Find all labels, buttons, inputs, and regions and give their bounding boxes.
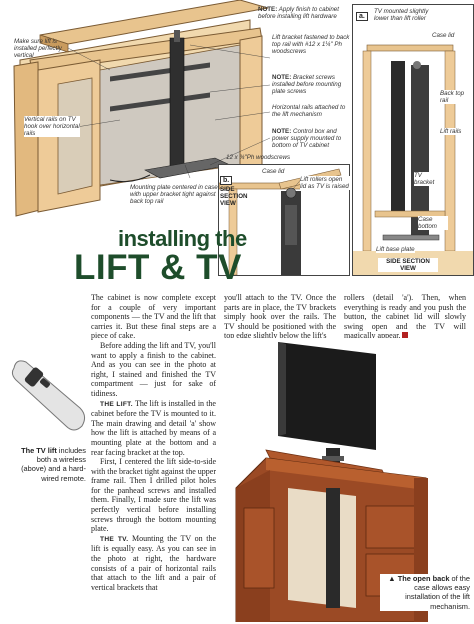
body-column-3: rollers (detail 'a'). Then, when everyth… <box>344 293 466 341</box>
runin-the-tv: THE TV. <box>100 535 129 543</box>
detail-b-case-lid: Case lid <box>262 168 285 175</box>
cabinet-photo-svg <box>235 342 428 622</box>
end-mark <box>402 332 409 339</box>
remote-svg <box>11 360 86 431</box>
note-bracket-screws: NOTE: Bracket screws installed before mo… <box>272 74 342 95</box>
body-finish-paragraph: Before adding the lift and TV, you'll wa… <box>91 340 216 398</box>
body-lift-paragraph: THE LIFT. The lift is installed in the c… <box>91 398 216 457</box>
detail-a-back-top-rail: Back top rail <box>440 90 470 104</box>
body-centering-paragraph: First, I centered the lift side-to-side … <box>91 457 216 534</box>
remote-control-image <box>8 354 90 440</box>
title-line-1: installing the <box>118 226 247 251</box>
body-column-1: The cabinet is now complete except for a… <box>91 293 216 592</box>
detail-a-svg <box>353 44 473 275</box>
label-woodscrews: 12 x ¾"Ph woodscrews <box>226 154 291 161</box>
cabinet-drawing-svg <box>13 0 271 217</box>
detail-a-badge: a. <box>356 12 368 21</box>
detail-a-case-bottom: Case bottom <box>418 216 448 230</box>
note-apply-finish: NOTE: Apply finish to cabinet before ins… <box>258 6 339 20</box>
detail-a-drawing <box>352 4 474 276</box>
label-mounting-plate: Mounting plate centered in case with upp… <box>130 184 226 205</box>
label-horizontal-rails: Horizontal rails attached to the lift me… <box>272 104 346 118</box>
body-column-2: you'll attach to the TV. Once the parts … <box>224 293 336 341</box>
photo-caption: ▲ The open back of the case allows easy … <box>380 574 470 611</box>
main-exploded-drawing <box>0 0 350 218</box>
caption-triangle-icon: ▲ <box>388 574 396 583</box>
detail-a-case-lid: Case lid <box>432 32 455 39</box>
detail-b-lift-rollers: Lift rollers open lid as TV is raised <box>300 176 350 190</box>
detail-b-svg <box>219 168 349 275</box>
label-lift-bracket: Lift bracket fastened to back top rail w… <box>272 34 350 55</box>
body-intro: The cabinet is now complete except for a… <box>91 293 216 341</box>
detail-a-lift-base-plate: Lift base plate <box>376 246 415 253</box>
detail-a-lift-rails: Lift rails <box>440 128 468 135</box>
label-lift-vertical: Make sure lift is installed perfectly ve… <box>14 38 62 59</box>
remote-caption: The TV lift includes both a wireless (ab… <box>21 446 86 483</box>
detail-a-tv-bracket: TV bracket <box>414 172 440 186</box>
note-control-box: NOTE: Control box and power supply mount… <box>272 128 342 149</box>
detail-a-section-view: SIDE SECTION VIEW <box>378 258 438 272</box>
runin-the-lift: THE LIFT. <box>100 400 133 408</box>
detail-b-section-view: SIDE SECTION VIEW <box>220 186 248 207</box>
label-vertical-rails: Vertical rails on TV hook over horizonta… <box>24 116 80 137</box>
detail-b-badge: b. <box>220 176 233 185</box>
title-line-2: LIFT & TV <box>74 248 242 287</box>
body-tv-paragraph: THE TV. Mounting the TV on the lift is e… <box>91 533 217 592</box>
detail-a-tv-mounted: TV mounted slightly lower than lift roll… <box>374 8 429 22</box>
cabinet-photo <box>226 338 472 622</box>
